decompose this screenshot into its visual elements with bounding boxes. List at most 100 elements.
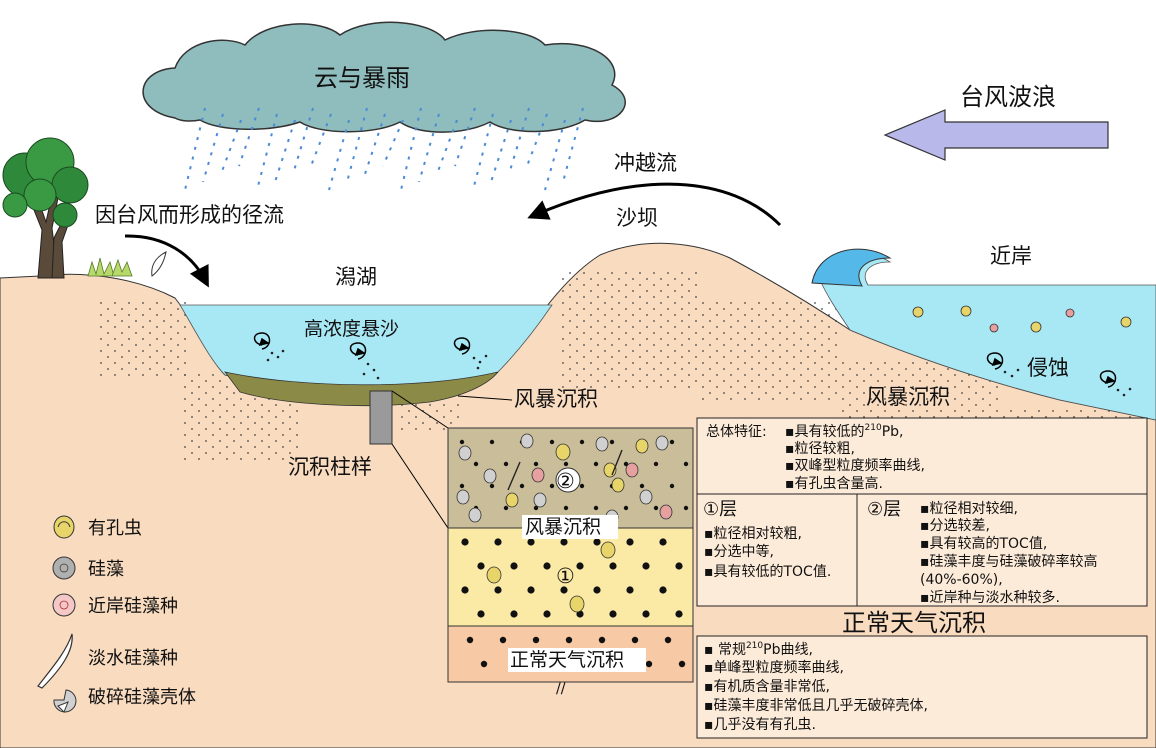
suspended-label: 高浓度悬沙 xyxy=(304,318,399,340)
core-grain xyxy=(642,562,650,570)
core-grain xyxy=(623,461,629,467)
core-grain xyxy=(609,610,617,618)
storm-deposit-leader xyxy=(457,395,513,401)
core-grain xyxy=(683,505,689,511)
core-grain xyxy=(593,538,601,546)
layer2-item-2: ▪分选较差, xyxy=(920,518,990,534)
general-item-2: ▪粒径较粗, xyxy=(785,441,855,457)
layer2-item-1: ▪粒径相对较细, xyxy=(920,501,1018,517)
layer2-title: ②层 xyxy=(867,499,901,520)
lagoon-storm-mud xyxy=(224,371,500,407)
runoff-arrow xyxy=(124,234,209,288)
core-grain xyxy=(626,586,634,594)
core-grain xyxy=(466,636,474,644)
core-grain xyxy=(579,483,585,489)
legend-label-1: 硅藻 xyxy=(88,559,124,580)
normal-item-5: ▪几乎没有有孔虫. xyxy=(704,717,816,733)
core-grain xyxy=(593,586,601,594)
normal-item-4: ▪硅藻丰度非常低且几乎无破碎壳体, xyxy=(704,697,928,714)
nearshore-diatom-icon xyxy=(52,593,76,617)
rain-streak xyxy=(400,107,422,191)
core-grain xyxy=(519,483,525,489)
general-item-4: ▪有孔虫含量高. xyxy=(785,475,883,492)
core-grain xyxy=(565,636,573,644)
core-grain xyxy=(609,562,617,570)
core-storm-label-bg xyxy=(522,515,618,539)
rain-streak xyxy=(346,107,368,183)
diatom-icon xyxy=(52,556,76,580)
core-grain xyxy=(499,636,507,644)
layer2-item-5: (40%-60%), xyxy=(920,572,1003,588)
rain-streak xyxy=(292,107,314,175)
legend: 有孔虫 硅藻 近岸硅藻种 淡水硅藻种 破碎硅藻壳体 xyxy=(37,515,196,713)
sand-dot-texture xyxy=(100,270,1140,460)
sediment-core xyxy=(369,390,393,445)
general-item-1: ▪具有较低的210Pb, xyxy=(785,423,903,440)
swirl-icons xyxy=(253,332,1117,388)
core-grain xyxy=(560,538,568,546)
layer1-mark: ① xyxy=(556,564,575,588)
sandbar-label: 沙坝 xyxy=(616,206,658,230)
core-normal-label: 正常天气沉积 xyxy=(510,649,624,671)
core-grain xyxy=(543,610,551,618)
rain-streak xyxy=(184,107,206,191)
rain-streak xyxy=(508,107,530,175)
core-grain xyxy=(653,461,659,467)
storm-features-panel: 总体特征: ▪具有较低的210Pb, ▪粒径较粗, ▪双峰型粒度频率曲线, ▪有… xyxy=(696,417,1148,607)
core-grain xyxy=(659,586,667,594)
core-grain xyxy=(623,505,629,511)
leaf-icon xyxy=(151,251,167,277)
nearshore-organisms xyxy=(912,305,1132,333)
freshwater-diatom-icon xyxy=(37,633,73,689)
legend-label-0: 有孔虫 xyxy=(88,518,142,539)
storm-deposit-lagoon-label: 风暴沉积 xyxy=(514,387,598,411)
core-grain xyxy=(645,660,653,668)
core-grain xyxy=(543,562,551,570)
core-grain xyxy=(639,483,645,489)
core-grain xyxy=(477,610,485,618)
core-grain xyxy=(549,483,555,489)
layer2-item-4: ▪硅藻丰度与硅藻破碎率较高 xyxy=(920,553,1098,570)
cloud-label: 云与暴雨 xyxy=(314,64,410,92)
core-grain xyxy=(510,562,518,570)
core-grain xyxy=(527,586,535,594)
lagoon-label: 潟湖 xyxy=(335,265,377,289)
core-grain xyxy=(669,439,675,445)
core-grain xyxy=(477,562,485,570)
core-grain xyxy=(549,439,555,445)
layer1-item-3: ▪具有较低的TOC值. xyxy=(704,564,831,580)
core-grain xyxy=(626,538,634,546)
tree-icon xyxy=(2,137,89,279)
erosion-label: 侵蚀 xyxy=(1027,356,1069,380)
core-grain xyxy=(560,586,568,594)
normal-panel-title: 正常天气沉积 xyxy=(842,609,986,637)
typhoon-waves-label: 台风波浪 xyxy=(960,83,1056,111)
core-grain xyxy=(461,586,469,594)
core-grain xyxy=(598,636,606,644)
core-grain xyxy=(579,439,585,445)
normal-item-3: ▪有机质含量非常低, xyxy=(704,679,830,695)
core-grain xyxy=(510,610,518,618)
core-storm-label: 风暴沉积 xyxy=(525,516,601,538)
rain-streak xyxy=(364,113,386,175)
core-grain xyxy=(563,461,569,467)
rain xyxy=(184,107,584,191)
normal-weather-panel: 正常天气沉积 ▪ 常规210Pb曲线, ▪单峰型粒度频率曲线, ▪有机质含量非常… xyxy=(696,609,1148,739)
overwash-arrow xyxy=(527,182,782,227)
general-title: 总体特征: xyxy=(706,424,767,440)
core-grain xyxy=(489,439,495,445)
rain-streak xyxy=(382,119,404,167)
core-normal-label-bg xyxy=(508,648,646,672)
normal-item-2: ▪单峰型粒度频率曲线, xyxy=(704,659,844,676)
legend-label-2: 近岸硅藻种 xyxy=(88,596,178,617)
core-grain xyxy=(494,538,502,546)
rain-streak xyxy=(328,119,350,191)
rain-streak xyxy=(454,107,476,167)
runoff-label: 因台风而形成的径流 xyxy=(95,203,284,227)
layer2-item-6: ▪近岸种与淡水种较多. xyxy=(920,589,1060,606)
core-grain xyxy=(631,636,639,644)
core-grain xyxy=(459,439,465,445)
core-grain xyxy=(683,461,689,467)
overwash-label: 冲越流 xyxy=(614,151,677,175)
